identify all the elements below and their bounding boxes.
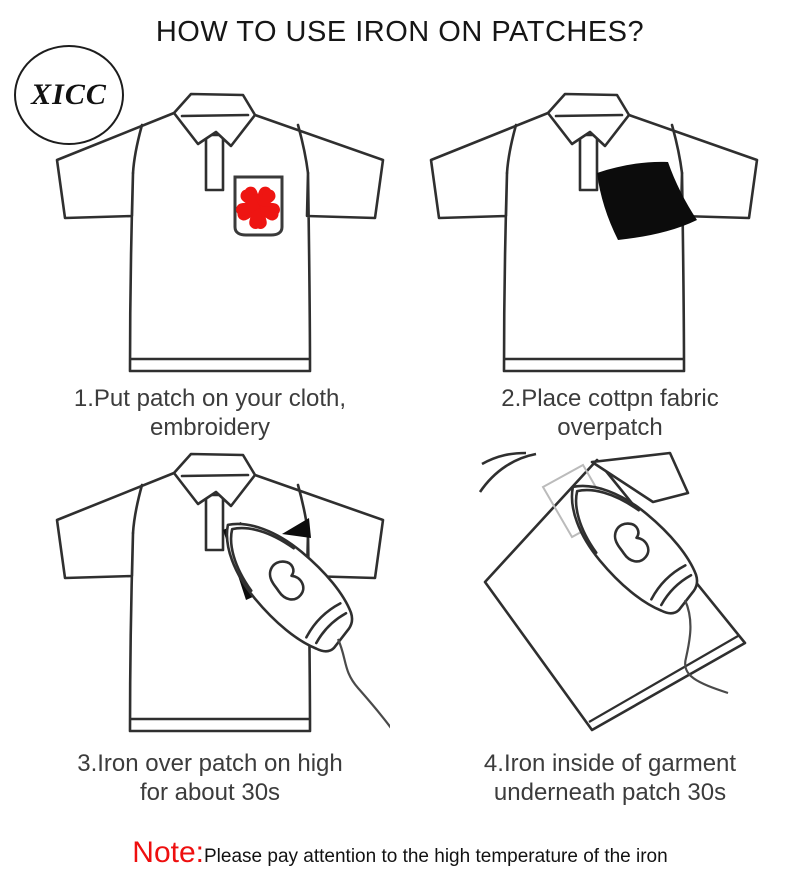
note-bar: Note:Please pay attention to the high te… — [0, 836, 800, 870]
step1-caption: 1.Put patch on your cloth, embroidery — [30, 384, 390, 442]
step1-illustration — [55, 92, 385, 373]
brand-logo-text: XICC — [31, 78, 107, 111]
step3-caption-line2: for about 30s — [139, 779, 281, 806]
step4-illustration — [478, 451, 747, 732]
note-label: Note: — [132, 836, 204, 869]
sleeve-shape — [590, 451, 690, 504]
step3-illustration — [55, 452, 390, 733]
step4-caption-line2: underneath patch 30s — [493, 779, 727, 806]
step1-caption-line1: 1.Put patch on your cloth, — [73, 385, 347, 412]
step2-caption-line2: overpatch — [557, 414, 663, 441]
polo-shirt-icon — [55, 92, 385, 373]
step3-caption-line1: 3.Iron over patch on high — [77, 750, 343, 777]
fabric-corner-right — [282, 518, 311, 538]
cotton-fabric-icon — [597, 161, 697, 240]
step1-caption-line2: embroidery — [149, 414, 271, 441]
step2-illustration — [429, 92, 759, 373]
step2-caption-line1: 2.Place cottpn fabric — [501, 385, 719, 412]
note-text: Please pay attention to the high tempera… — [204, 846, 668, 867]
sleeve-fold-line — [478, 452, 537, 493]
brand-logo: XICC — [14, 45, 124, 145]
step2-caption: 2.Place cottpn fabric overpatch — [430, 384, 790, 442]
polo-shirt-icon — [429, 92, 759, 373]
collar-fold-line — [481, 451, 527, 466]
step3-caption: 3.Iron over patch on high for about 30s — [30, 749, 390, 807]
page-title: HOW TO USE IRON ON PATCHES? — [155, 16, 645, 48]
step4-caption: 4.Iron inside of garment underneath patc… — [430, 749, 790, 807]
garment-inside-out-body — [483, 458, 747, 732]
iron-cord — [336, 638, 390, 729]
step4-caption-line1: 4.Iron inside of garment — [483, 750, 737, 777]
hem-line — [588, 635, 739, 723]
iron-cord — [683, 599, 729, 695]
